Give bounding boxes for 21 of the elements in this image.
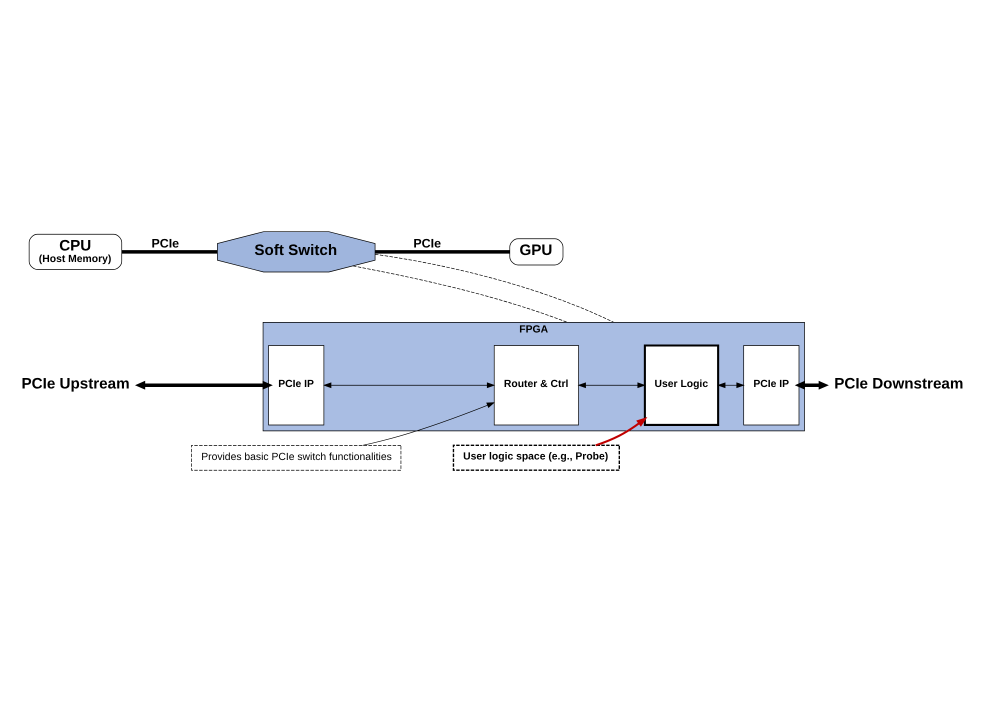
- node-box: GPU: [509, 238, 564, 266]
- arrow: [323, 382, 496, 388]
- node-box: PCIe IP: [743, 345, 800, 426]
- node-text: PCIe Upstream: [22, 375, 130, 392]
- node-box: Provides basic PCIe switch functionalities: [191, 445, 402, 471]
- node-box: Router & Ctrl: [494, 345, 579, 426]
- connector: [352, 266, 568, 323]
- connector: [375, 250, 510, 254]
- arrow: [135, 380, 273, 390]
- node-box: User Logic: [644, 344, 720, 426]
- arrow: [717, 382, 745, 388]
- node-box: User logic space (e.g., Probe): [452, 444, 620, 471]
- connector: [122, 250, 218, 254]
- edge-label: PCIe: [151, 236, 180, 250]
- node-box: PCIe IP: [268, 345, 324, 426]
- node-box: CPU (Host Memory): [28, 234, 122, 270]
- edge-label: PCIe: [413, 236, 441, 250]
- arrow: [794, 380, 829, 390]
- node-text: PCIe Downstream: [834, 375, 964, 392]
- connector: [374, 254, 614, 323]
- arrow: [578, 382, 646, 388]
